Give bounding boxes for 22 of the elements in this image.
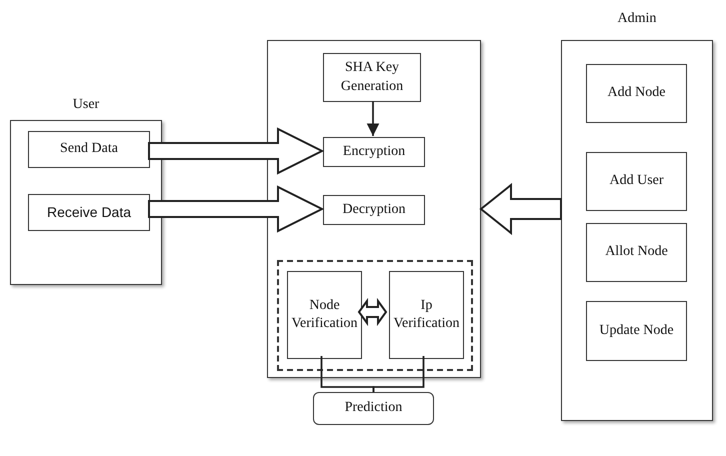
process-box: Allot Node	[586, 223, 687, 282]
process-box: Node Verification	[287, 271, 362, 359]
block-arrow	[148, 127, 324, 175]
process-box: Ip Verification	[389, 271, 464, 359]
process-box: Send Data	[28, 131, 150, 168]
block-arrow	[479, 182, 562, 236]
panel-heading: User	[72, 97, 100, 113]
process-box: Decryption	[323, 195, 425, 225]
group-box	[277, 260, 473, 371]
process-box: Add Node	[586, 64, 687, 123]
connector-line	[372, 356, 424, 392]
process-box: SHA Key Generation	[323, 53, 421, 102]
block-arrow	[148, 185, 324, 233]
double-block-arrow	[358, 298, 388, 326]
panel-heading: Admin	[616, 11, 658, 27]
process-box: Update Node	[586, 301, 687, 361]
arrow	[366, 101, 380, 136]
process-box: Receive Data	[28, 194, 150, 231]
process-box: Encryption	[323, 137, 425, 167]
process-box: Add User	[586, 152, 687, 211]
panel	[267, 40, 481, 378]
terminal-box: Prediction	[313, 392, 434, 425]
